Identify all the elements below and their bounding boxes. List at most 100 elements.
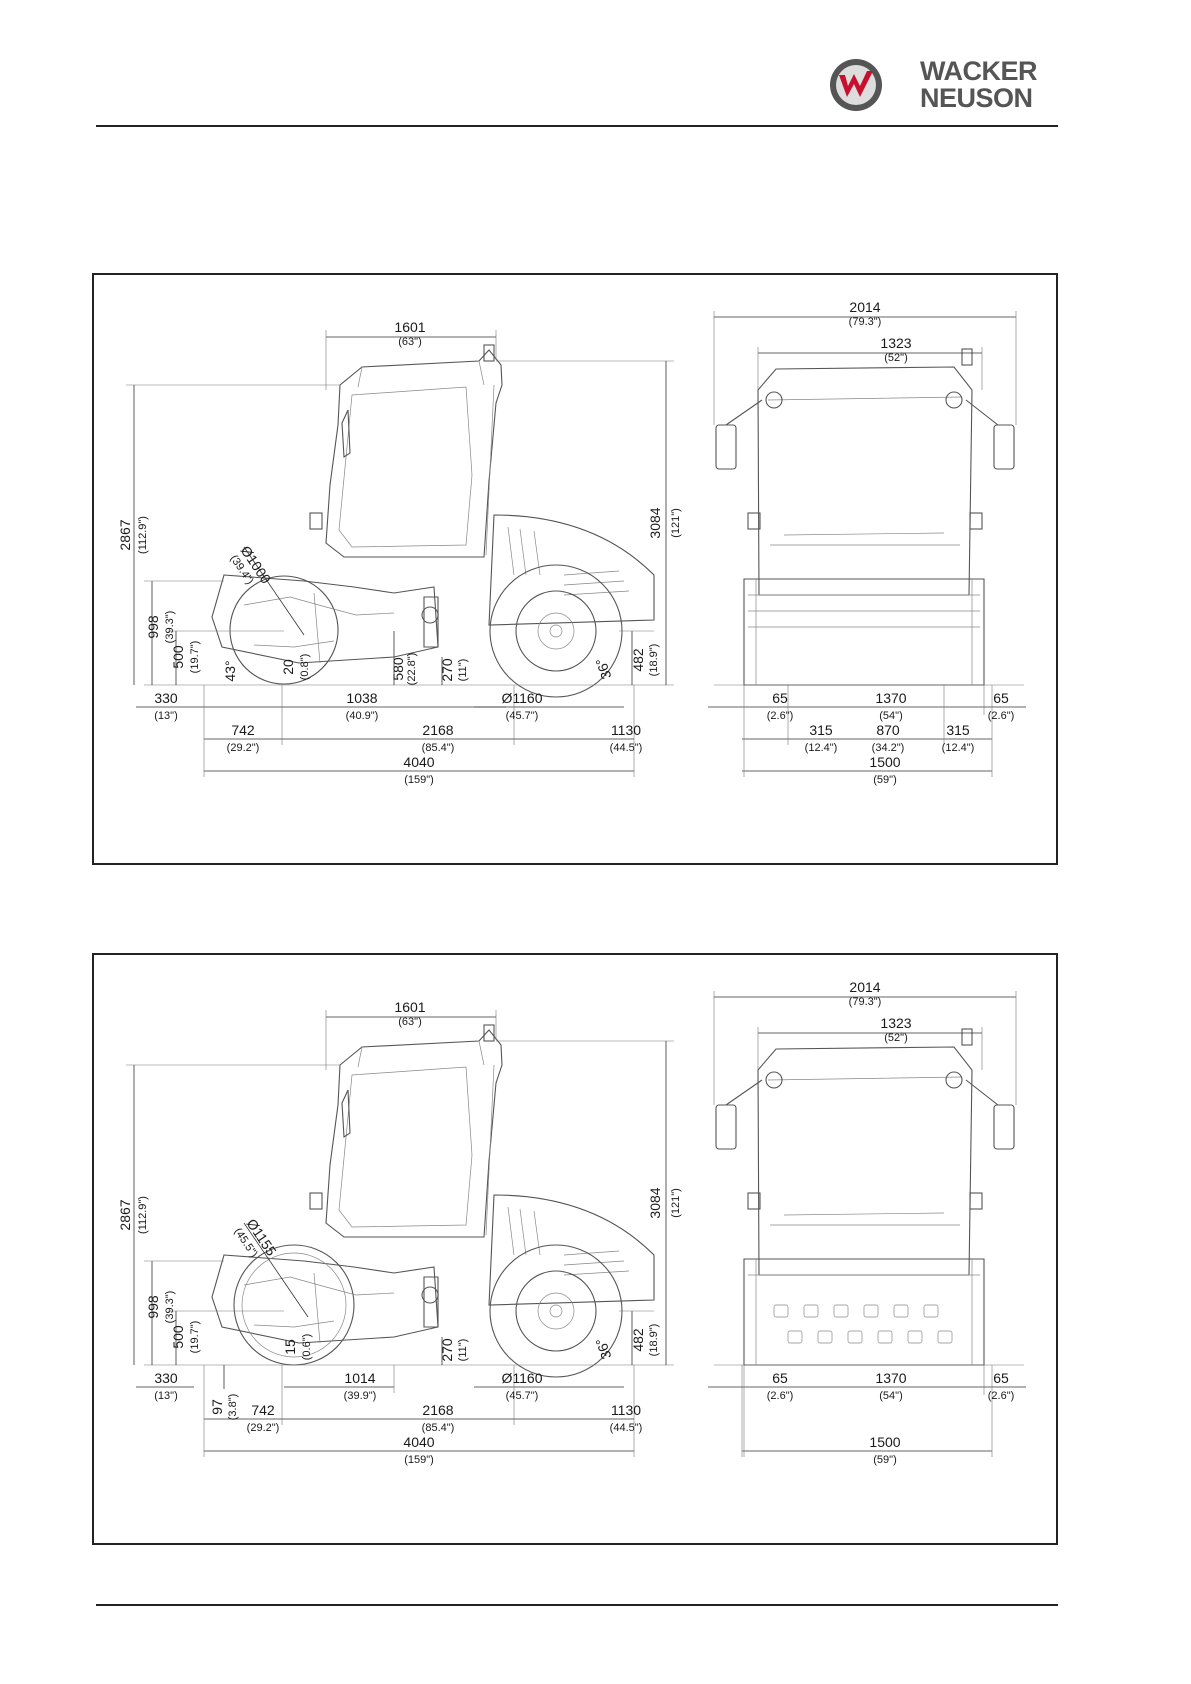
dim-cab-width-in: (63") [398,1016,421,1028]
dim-drum-width: 1370 [875,690,906,706]
dim-overall-length: 4040 [403,1434,434,1450]
dim-drum-to-frame-in: (39.9") [344,1390,377,1402]
padfoot-pattern [773,1304,953,1344]
dim-rear-height: 482 [630,648,646,672]
dim-overall-width-in: (59") [873,774,896,786]
dim-departure-angle: 36° [592,1336,614,1361]
dim-overall-length: 4040 [403,754,434,770]
dim-wheelbase-in: (85.4") [422,742,455,754]
dim-cab-width: 1601 [394,999,425,1015]
dim-side-left: 65 [772,690,788,706]
dim-rops-height: 2867 [117,519,133,550]
dim-side-right-in: (2.6") [988,710,1015,722]
dim-ground-clearance-in: (11") [457,659,469,682]
dim-tire-right: 315 [946,722,970,738]
dim-wheelbase: 2168 [422,1402,453,1418]
dim-tire-left: 315 [809,722,833,738]
dimension-drawing-1: 1601 (63") 3084 (121") 2867 (112.9") Ø10… [117,299,1026,786]
dim-rear-length-in: (44.5") [610,1422,643,1434]
dim-drum-to-frame: 1038 [346,690,377,706]
dim-tire-right-in: (12.4") [942,742,975,754]
dim-axle-height: 500 [170,1325,186,1349]
dim-front-cab-width: 1323 [880,1015,911,1031]
dim-drum-height: 998 [145,615,161,639]
dim-rear-length: 1130 [611,722,641,738]
side-view-labels: 1601 (63") 3084 (121") 2867 (112.9") Ø11… [117,999,682,1466]
dim-drum-overhang: 330 [154,1370,178,1386]
dim-front-cab-width-in: (52") [884,352,907,364]
dim-cab-width-in: (63") [398,336,421,348]
dim-total-height: 3084 [647,507,663,538]
dim-rear-length-in: (44.5") [610,742,643,754]
side-view-labels: 1601 (63") 3084 (121") 2867 (112.9") Ø10… [117,319,682,786]
dim-drum-overhang: 330 [154,690,178,706]
dim-side-left-in: (2.6") [767,710,794,722]
dim-rops-height-in: (112.9") [137,1196,149,1234]
dim-scraper-clearance-in: (0.8") [299,654,311,681]
dim-total-height: 3084 [647,1187,663,1218]
dim-cab-width: 1601 [394,319,425,335]
dimension-drawing-2: 1601 (63") 3084 (121") 2867 (112.9") Ø11… [117,979,1026,1466]
dim-total-height-in: (121") [670,508,682,538]
dim-overall-width: 1500 [869,754,900,770]
dim-ground-clearance: 270 [439,658,455,682]
dim-front-cab-width: 1323 [880,335,911,351]
dim-rear-length: 1130 [611,1402,641,1418]
dim-scraper-clearance: 20 [280,659,296,675]
dim-overall-width: 1500 [869,1434,900,1450]
dim-tire-gap: 870 [876,722,900,738]
dim-front-length: 742 [231,722,255,738]
dim-approach-angle: 43° [222,660,238,681]
dim-axle-height-in: (19.7") [189,641,201,674]
side-view-dimension-lines [126,1010,674,1457]
dim-drum-width-in: (54") [879,710,902,722]
side-view-machine [144,344,674,698]
dim-rops-height: 2867 [117,1199,133,1230]
dim-wheelbase-in: (85.4") [422,1422,455,1434]
dim-front-length: 742 [251,1402,275,1418]
dim-tire-diameter-in: (45.7") [506,1390,539,1402]
dim-front-length-in: (29.2") [227,742,260,754]
dim-tire-gap-in: (34.2") [872,742,905,754]
dim-drum-height: 998 [145,1295,161,1319]
dim-drum-width-in: (54") [879,1390,902,1402]
front-view-dimension-lines [708,991,1026,1457]
dim-scraper-clearance: 15 [282,1339,298,1355]
dim-tire-diameter: Ø1160 [502,690,543,706]
dim-drum-height-in: (39.3") [164,1291,176,1324]
side-view-machine [144,1024,674,1378]
dim-rear-height: 482 [630,1328,646,1352]
front-view-labels: 2014 (79.3") 1323 (52") 65 (2.6") 1370 (… [767,979,1015,1466]
drawing-panel-padfoot-drum: 1601 (63") 3084 (121") 2867 (112.9") Ø11… [92,953,1058,1545]
dim-side-right-in: (2.6") [988,1390,1015,1402]
front-view-machine [714,348,1024,686]
dim-front-length-in: (29.2") [247,1422,280,1434]
dim-rear-height-in: (18.9") [648,1324,660,1357]
dim-rops-height-in: (112.9") [137,516,149,554]
dim-total-height-in: (121") [670,1188,682,1218]
brand-logo: WACKER NEUSON [828,54,1062,116]
dim-overall-length-in: (159") [404,1454,434,1466]
dim-side-left: 65 [772,1370,788,1386]
dim-tire-diameter: Ø1160 [502,1370,543,1386]
footer-rule [96,1604,1058,1606]
front-view-machine [714,1028,1024,1366]
drawing-panel-smooth-drum: 1601 (63") 3084 (121") 2867 (112.9") Ø10… [92,273,1058,865]
dim-ground-clearance: 270 [439,1338,455,1362]
dim-axle-height-in: (19.7") [189,1321,201,1354]
dim-side-right: 65 [993,690,1009,706]
dim-pad-height-in: (3.8") [227,1394,239,1421]
header-rule [96,125,1058,127]
dim-mirror-width-in: (79.3") [849,996,882,1008]
front-view-labels: 2014 (79.3") 1323 (52") 65 (2.6") 1370 (… [767,299,1015,786]
dim-mirror-width-in: (79.3") [849,316,882,328]
dim-drum-to-frame: 1014 [344,1370,375,1386]
dim-rear-height-in: (18.9") [648,644,660,677]
dim-frame-height: 580 [390,657,406,681]
dim-axle-height: 500 [170,645,186,669]
dim-mirror-width: 2014 [849,299,880,315]
brand-line-2: NEUSON [920,83,1033,113]
dim-wheelbase: 2168 [422,722,453,738]
dim-drum-to-frame-in: (40.9") [346,710,379,722]
dim-ground-clearance-in: (11") [457,1339,469,1362]
